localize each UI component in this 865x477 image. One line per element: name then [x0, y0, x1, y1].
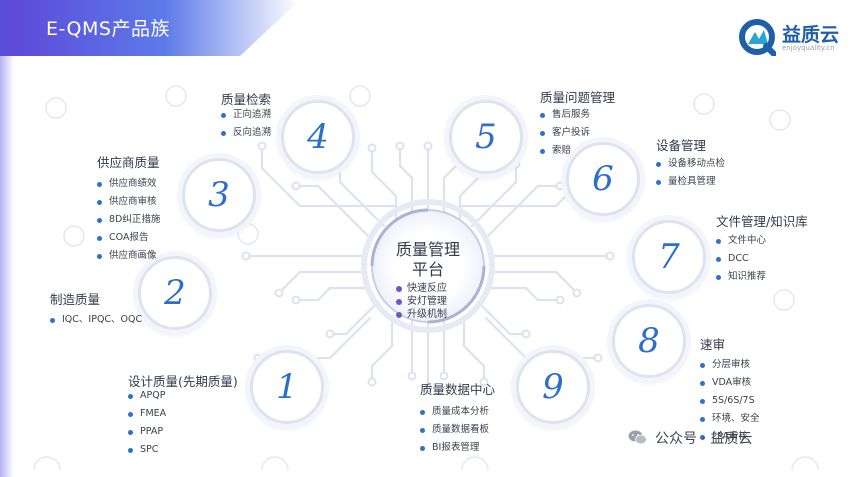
node-5-item: 客户投诉 — [540, 124, 590, 142]
node-2-title: 制造质量 — [50, 292, 101, 307]
node-4-item: 正向追溯 — [221, 106, 271, 124]
node-8-item: 分层审核 — [700, 356, 760, 374]
node-6-item: 量检具管理 — [656, 173, 725, 191]
node-4-item: 反向追溯 — [221, 124, 271, 142]
node-4-badge: 4 — [281, 100, 355, 174]
node-3-item: COA报告 — [97, 229, 160, 247]
node-1-item: APQP — [128, 387, 166, 405]
center-hub-title-line2: 平台 — [411, 260, 444, 279]
node-9-item: 质量成本分析 — [420, 403, 489, 421]
node-3-item: 供应商画像 — [97, 247, 160, 265]
node-2-item: IQC、IPQC、OQC — [50, 311, 142, 329]
logo-url: enjoyquality.cn — [782, 44, 835, 52]
node-7-badge: 7 — [632, 220, 706, 294]
node-8-badge: 8 — [612, 304, 686, 378]
node-7-item: DCC — [716, 250, 766, 268]
node-2-badge: 2 — [138, 256, 212, 330]
page-title: E-QMS产品族 — [46, 18, 170, 40]
node-6-list: 设备移动点检 量检具管理 — [656, 155, 725, 191]
node-3-item: 8D纠正措施 — [97, 211, 160, 229]
node-5-item: 索赔 — [540, 142, 590, 160]
node-4-title: 质量检索 — [221, 92, 272, 107]
node-9-item: 质量数据看板 — [420, 421, 489, 439]
node-6-title: 设备管理 — [656, 138, 707, 153]
node-9-badge: 9 — [516, 350, 590, 424]
center-hub-title: 质量管理 平台 — [380, 240, 476, 280]
node-1-item: FMEA — [128, 405, 166, 423]
node-7-item: 文件中心 — [716, 232, 766, 250]
node-3-badge: 3 — [182, 158, 256, 232]
node-5-title: 质量问题管理 — [540, 90, 616, 105]
node-9-title: 质量数据中心 — [420, 382, 496, 397]
node-5-item: 售后服务 — [540, 106, 590, 124]
brand-logo: 益质云 enjoyquality.cn — [738, 18, 856, 58]
node-6-badge: 6 — [566, 142, 640, 216]
center-hub-list: 快速反应 安灯管理 升级机制 — [396, 282, 447, 321]
node-9-item: BI报表管理 — [420, 439, 489, 457]
wechat-icon — [628, 430, 647, 445]
node-3-item: 供应商审核 — [97, 193, 160, 211]
node-3-item: 供应商绩效 — [97, 175, 160, 193]
node-8-item: 5S/6S/7S — [700, 392, 760, 410]
node-4-list: 正向追溯 反向追溯 — [221, 106, 271, 142]
center-hub-title-line1: 质量管理 — [395, 240, 460, 259]
node-7-list: 文件中心 DCC 知识推荐 — [716, 232, 766, 286]
wechat-watermark: 公众号 · 益质云 — [628, 428, 752, 448]
node-8-title: 速审 — [700, 337, 726, 352]
node-1-item: SPC — [128, 441, 166, 459]
logo-name: 益质云 — [782, 24, 840, 46]
node-1-badge: 1 — [250, 350, 324, 424]
node-5-badge: 5 — [449, 100, 523, 174]
node-7-item: 知识推荐 — [716, 268, 766, 286]
node-1-list: APQP FMEA PPAP SPC — [128, 387, 166, 459]
center-hub-item: 快速反应 — [396, 282, 447, 295]
node-7-title: 文件管理/知识库 — [716, 214, 808, 229]
logo-icon — [739, 19, 776, 56]
node-3-list: 供应商绩效 供应商审核 8D纠正措施 COA报告 供应商画像 — [97, 175, 160, 265]
node-8-item: 环境、安全 — [700, 410, 760, 428]
node-8-list: 分层审核 VDA审核 5S/6S/7S 环境、安全 LPA审核 — [700, 356, 760, 446]
node-8-item: LPA审核 — [700, 428, 760, 446]
node-1-title: 设计质量(先期质量) — [128, 374, 238, 389]
node-1-item: PPAP — [128, 423, 166, 441]
node-9-list: 质量成本分析 质量数据看板 BI报表管理 — [420, 403, 489, 457]
node-6-item: 设备移动点检 — [656, 155, 725, 173]
watermark-text: 公众号 · 益质云 — [655, 431, 753, 447]
center-hub-item: 升级机制 — [396, 308, 447, 321]
center-hub-item: 安灯管理 — [396, 295, 447, 308]
node-2-list: IQC、IPQC、OQC — [50, 311, 142, 329]
node-3-title: 供应商质量 — [97, 155, 160, 170]
node-5-list: 售后服务 客户投诉 索赔 — [540, 106, 590, 160]
node-8-item: VDA审核 — [700, 374, 760, 392]
